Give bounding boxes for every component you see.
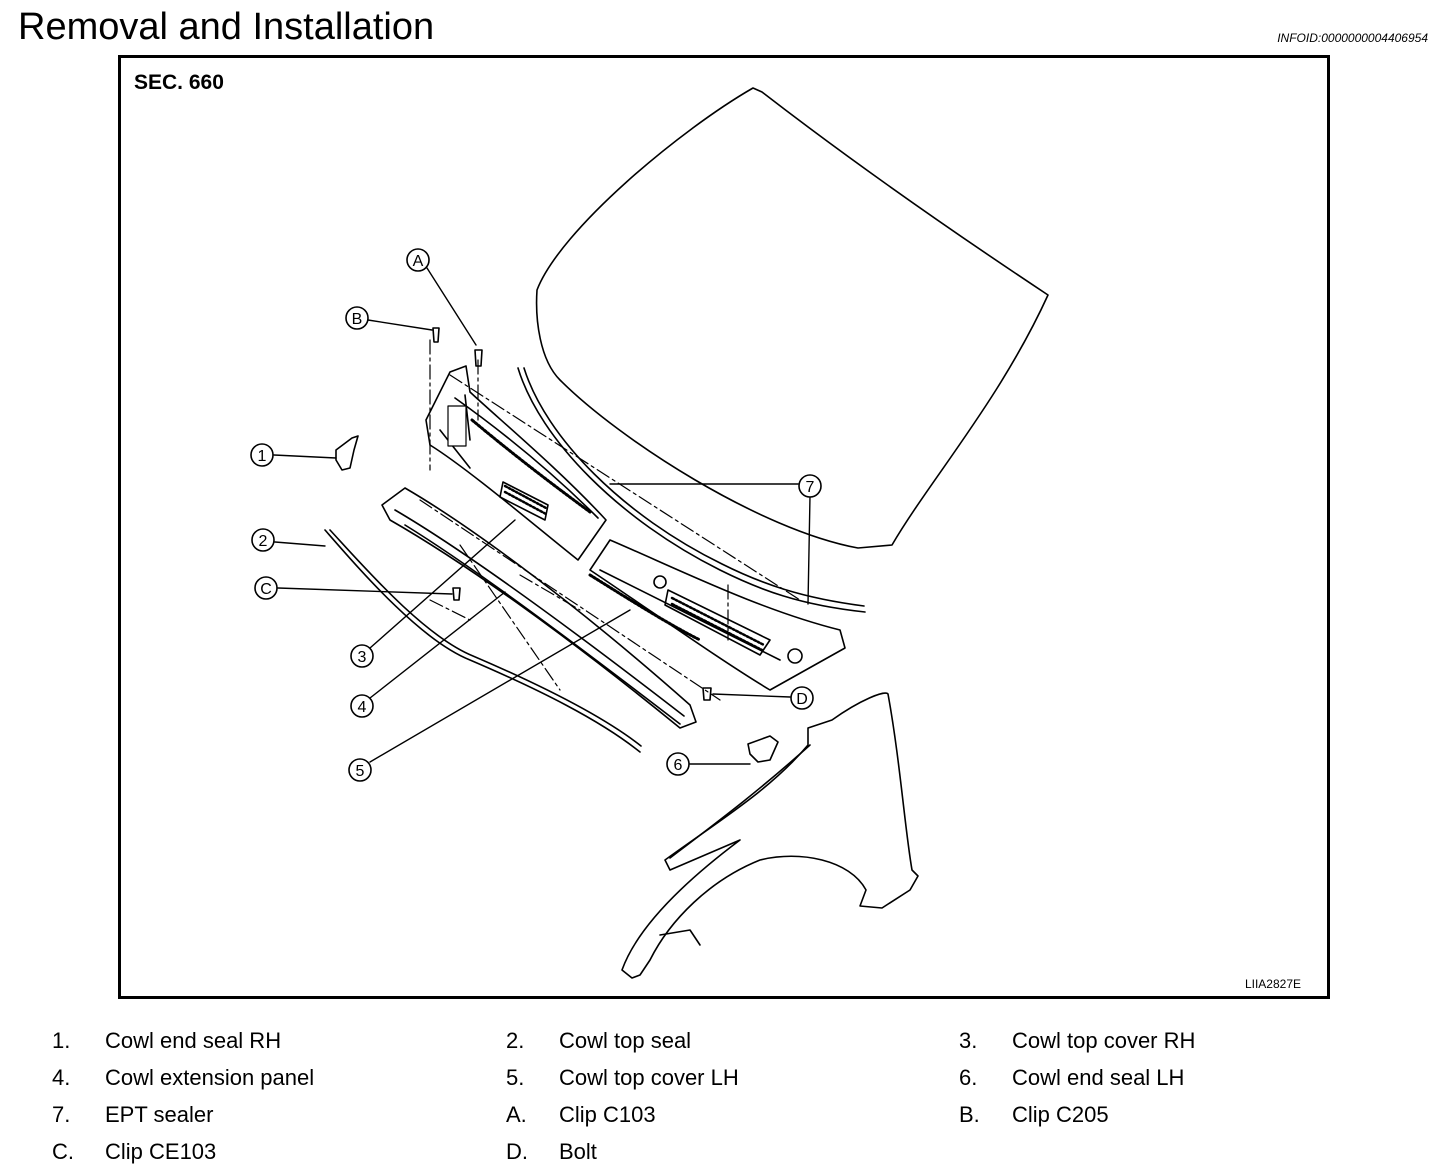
legend-key: 3. <box>959 1028 978 1053</box>
legend-key: C. <box>52 1139 74 1164</box>
legend-desc: Clip C205 <box>1012 1102 1109 1127</box>
callout-5: 5 <box>348 758 372 782</box>
legend-key: D. <box>506 1139 528 1164</box>
callout-7: 7 <box>798 474 822 498</box>
legend-desc: EPT sealer <box>105 1102 214 1127</box>
exploded-diagram: A B 1 2 C 3 4 5 6 D 7 SEC. 660 LIIA2827E <box>118 55 1330 999</box>
figure-code: LIIA2827E <box>1244 977 1301 991</box>
svg-text:2: 2 <box>259 533 268 550</box>
cowl-top-cover-rh <box>425 365 607 561</box>
legend-key: 2. <box>506 1028 525 1053</box>
svg-text:6: 6 <box>674 757 683 774</box>
legend-desc: Cowl top cover RH <box>1012 1028 1196 1053</box>
diagram-drawing: A B 1 2 C 3 4 5 6 D 7 <box>250 87 1049 979</box>
legend-desc: Cowl top cover LH <box>559 1065 739 1090</box>
legend-key: B. <box>959 1102 980 1127</box>
clip-c205 <box>432 327 440 343</box>
legend-key: 7. <box>52 1102 71 1127</box>
callout-c: C <box>254 576 278 600</box>
callout-4: 4 <box>350 694 374 718</box>
legend-desc: Cowl extension panel <box>105 1065 315 1090</box>
legend-desc: Clip CE103 <box>105 1139 217 1164</box>
cowl-top-seal <box>324 529 641 753</box>
callout-a: A <box>406 248 430 272</box>
legend-desc: Clip C103 <box>559 1102 656 1127</box>
callout-1: 1 <box>250 443 274 467</box>
info-id: INFOID:0000000004406954 <box>1277 31 1428 45</box>
callout-d: D <box>790 686 814 710</box>
svg-text:D: D <box>796 691 808 708</box>
legend-key: 1. <box>52 1028 71 1053</box>
page-title: Removal and Installation <box>18 6 435 48</box>
cowl-extension-panel <box>381 487 697 729</box>
legend-desc: Cowl top seal <box>559 1028 692 1053</box>
svg-text:A: A <box>413 253 424 270</box>
svg-text:7: 7 <box>806 479 815 496</box>
front-fender <box>621 692 919 979</box>
legend-desc: Cowl end seal LH <box>1012 1065 1185 1090</box>
callout-2: 2 <box>251 528 275 552</box>
svg-text:3: 3 <box>358 649 367 666</box>
callout-6: 6 <box>666 752 690 776</box>
section-label: SEC. 660 <box>134 71 224 94</box>
ept-sealer-strip <box>517 367 866 613</box>
cowl-end-seal-lh <box>747 735 779 763</box>
clip-c103 <box>474 349 483 367</box>
legend-key: A. <box>506 1102 527 1127</box>
svg-text:5: 5 <box>356 763 365 780</box>
cowl-end-seal-rh <box>335 435 359 471</box>
svg-text:B: B <box>352 311 363 328</box>
svg-text:4: 4 <box>358 699 367 716</box>
callout-3: 3 <box>350 644 374 668</box>
windshield-glass <box>535 87 1049 549</box>
legend-key: 6. <box>959 1065 978 1090</box>
legend-desc: Bolt <box>559 1139 597 1164</box>
clip-ce103 <box>452 587 461 601</box>
callout-b: B <box>345 306 369 330</box>
legend-key: 4. <box>52 1065 71 1090</box>
legend-desc: Cowl end seal RH <box>105 1028 282 1053</box>
svg-text:1: 1 <box>258 448 267 465</box>
bolt <box>702 687 712 701</box>
svg-text:C: C <box>260 581 272 598</box>
legend-key: 5. <box>506 1065 525 1090</box>
